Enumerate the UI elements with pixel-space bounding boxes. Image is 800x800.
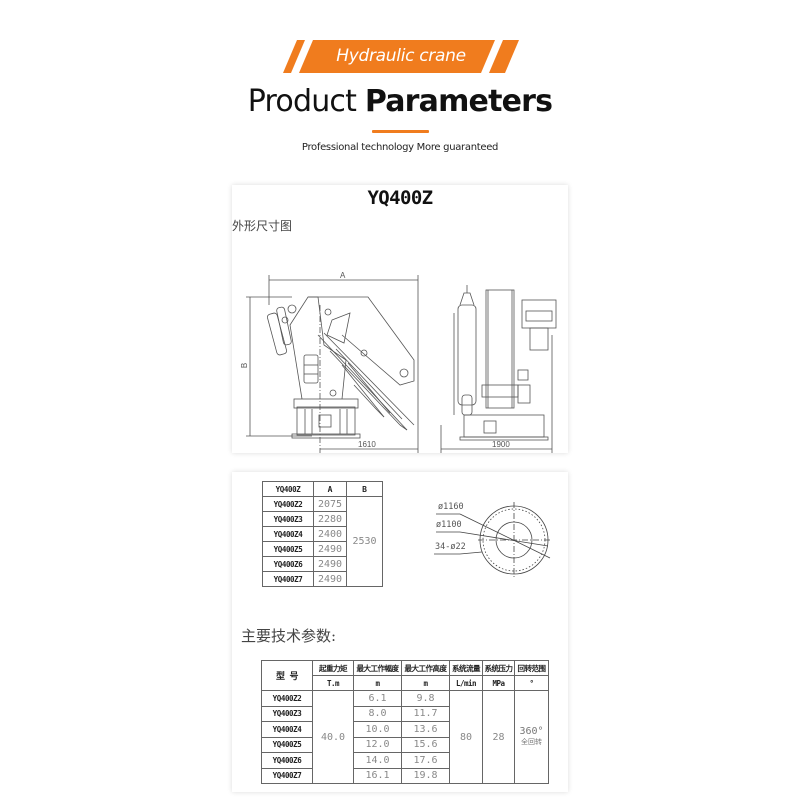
flow-cell: 80 <box>449 690 483 784</box>
model-cell: YQ400Z3 <box>261 705 313 722</box>
model-cell: YQ400Z4 <box>261 721 313 738</box>
page-title: Product Parameters <box>0 84 800 119</box>
header-cell: 系统压力 <box>482 660 515 676</box>
unit-cell: ° <box>514 675 549 691</box>
unit-cell: T.m <box>312 675 354 691</box>
header-cell: 系统流量 <box>449 660 483 676</box>
flange-holes-label: 34-ø22 <box>435 542 466 552</box>
dimension-drawing-panel: YQ400Z 外形尺寸图 <box>232 185 568 453</box>
radius-cell: 12.0 <box>353 736 402 753</box>
moment-cell: 40.0 <box>312 690 354 784</box>
height-cell: 9.8 <box>401 690 450 707</box>
crane-front-view-drawing <box>440 285 557 453</box>
category-banner: Hydraulic crane <box>283 40 519 73</box>
dimension-table: YQ400Z A B YQ400Z2 2075 2530 YQ400Z3 228… <box>262 481 383 587</box>
table-row: YQ400Z6 2490 <box>262 556 383 572</box>
unit-cell: L/min <box>449 675 483 691</box>
header-cell: B <box>346 481 383 497</box>
height-cell: 19.8 <box>401 767 450 784</box>
page-title-light: Product <box>247 84 365 119</box>
table-row: YQ400Z6 14.0 17.6 <box>261 752 549 769</box>
radius-cell: 6.1 <box>353 690 402 707</box>
table-row: YQ400Z4 10.0 13.6 <box>261 721 549 738</box>
table-row: YQ400Z7 2490 <box>262 571 383 587</box>
model-cell: YQ400Z2 <box>261 690 313 707</box>
crane-side-view-drawing <box>246 275 419 453</box>
model-cell: YQ400Z5 <box>261 736 313 753</box>
unit-cell: MPa <box>482 675 515 691</box>
radius-cell: 10.0 <box>353 721 402 738</box>
header-cell: 型 号 <box>261 660 313 691</box>
header-cell: 最大工作高度 <box>401 660 450 676</box>
table-row: YQ400Z5 12.0 15.6 <box>261 736 549 753</box>
rotation-cell: 360°全回转 <box>514 690 549 784</box>
table-row: YQ400Z2 40.0 6.1 9.8 80 28 360°全回转 <box>261 690 549 784</box>
base-flange-drawing <box>434 502 551 578</box>
flange-bolt-circle-label: ø1100 <box>436 520 462 530</box>
table-row: YQ400Z3 2280 <box>262 511 383 527</box>
banner-stripes-shape <box>283 40 519 73</box>
front-view-width-dimension: 1900 <box>492 440 510 449</box>
table-row: YQ400Z2 2075 2530 <box>262 496 383 587</box>
unit-cell: m <box>401 675 450 691</box>
table-row: YQ400Z7 16.1 19.8 <box>261 767 549 784</box>
height-cell: 13.6 <box>401 721 450 738</box>
tech-params-table: 型 号 起重力矩 最大工作幅度 最大工作高度 系统流量 系统压力 回转范围 T.… <box>261 660 549 784</box>
a-value-cell: 2490 <box>313 571 347 587</box>
pressure-cell: 28 <box>482 690 515 784</box>
model-cell: YQ400Z7 <box>261 767 313 784</box>
model-cell: YQ400Z6 <box>261 752 313 769</box>
radius-cell: 8.0 <box>353 705 402 722</box>
page-title-bold: Parameters <box>364 84 553 119</box>
tech-table-header: 型 号 起重力矩 最大工作幅度 最大工作高度 系统流量 系统压力 回转范围 <box>261 660 549 691</box>
b-value-cell: 2530 <box>346 496 383 587</box>
model-title: YQ400Z <box>367 187 433 209</box>
rotation-value: 360° <box>519 726 544 737</box>
banner-label: Hydraulic crane <box>336 46 466 66</box>
dimension-a-label: A <box>340 271 346 280</box>
tech-params-label: 主要技术参数: <box>241 627 337 645</box>
header-cell: 回转范围 <box>514 660 549 676</box>
header-cell: 起重力矩 <box>312 660 354 676</box>
title-underline <box>372 130 429 133</box>
parameters-panel: YQ400Z A B YQ400Z2 2075 2530 YQ400Z3 228… <box>232 472 568 792</box>
radius-cell: 14.0 <box>353 752 402 769</box>
unit-cell: m <box>353 675 402 691</box>
radius-cell: 16.1 <box>353 767 402 784</box>
height-cell: 11.7 <box>401 705 450 722</box>
dimension-b-label: B <box>240 362 250 369</box>
height-cell: 17.6 <box>401 752 450 769</box>
height-cell: 15.6 <box>401 736 450 753</box>
flange-outer-diameter-label: ø1160 <box>438 502 464 512</box>
header-cell: 最大工作幅度 <box>353 660 402 676</box>
dimension-drawing-label: 外形尺寸图 <box>232 219 293 233</box>
rotation-note: 全回转 <box>521 738 542 746</box>
page-subtitle: Professional technology More guaranteed <box>301 142 499 153</box>
side-view-width-dimension: 1610 <box>358 440 376 449</box>
